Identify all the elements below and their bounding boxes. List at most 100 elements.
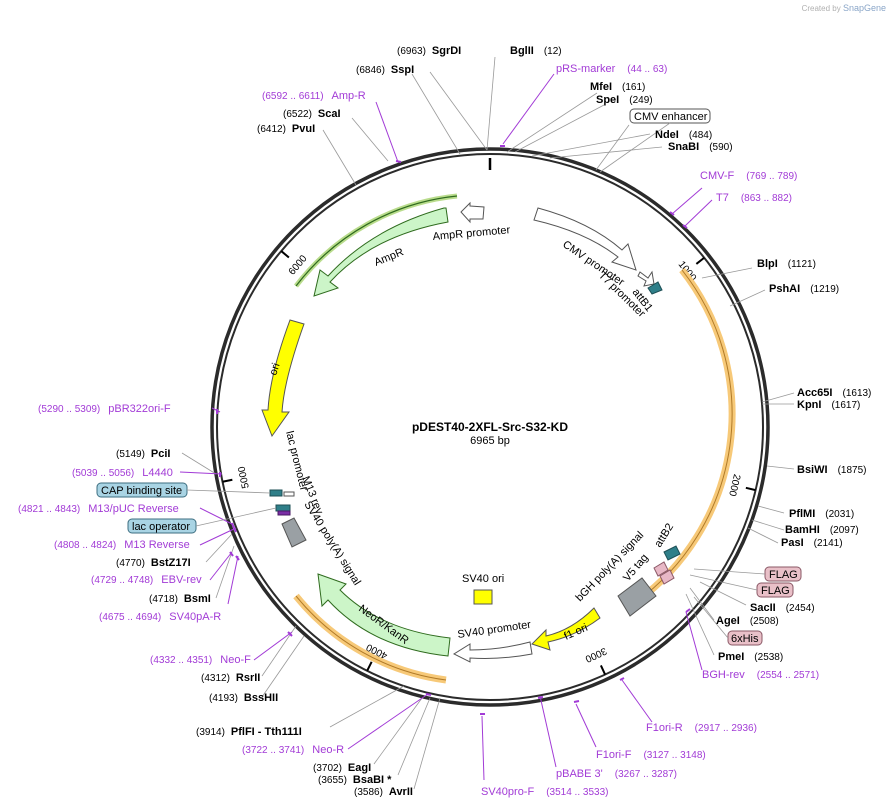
enzyme-site-bsiwi: BsiWI(1875) (797, 464, 866, 476)
enzyme-position: (2141) (814, 538, 843, 549)
enzyme-name: RsrII (236, 672, 260, 684)
enzyme-site-acc65i: Acc65I(1613) (797, 387, 871, 399)
sv40-ori-feature (473, 589, 493, 605)
primer-name: pBABE 3' (556, 768, 603, 780)
bgh-polya-feature (617, 577, 657, 617)
enzyme-site-sspi: (6846)SspI (356, 64, 414, 76)
enzyme-name: SgrDI (432, 45, 461, 57)
enzyme-name: SpeI (596, 94, 619, 106)
enzyme-site-pcii: (5149)PciI (116, 448, 170, 460)
enzyme-position: (3586) (354, 787, 383, 798)
primer-l4440: (5039 .. 5056) L4440 (72, 467, 173, 479)
enzyme-site-rsrii: (4312) RsrII (201, 672, 260, 684)
enzyme-site-agei: AgeI(2508) (716, 615, 779, 627)
primer-bgh-rev: BGH-rev(2554 .. 2571) (702, 669, 819, 681)
v5-tag-feature-2 (659, 569, 675, 585)
enzyme-name: SacII (750, 602, 776, 614)
primer-f1ori-r: F1ori-R(2917 .. 2936) (646, 722, 757, 734)
sv40-polya-label: SV40 poly(A) signal (301, 499, 362, 587)
enzyme-position: (1219) (810, 284, 839, 295)
enzyme-name: MfeI (590, 81, 612, 93)
his-tag-text: 6xHis (731, 633, 759, 645)
backbone-outer (210, 147, 770, 707)
primer-ebv-rev: (4729 .. 4748)EBV-rev (91, 574, 202, 586)
primer-m13-puc-reverse: (4821 .. 4843)M13/pUC Reverse (18, 503, 179, 515)
tick-label-3000: 3000 (583, 645, 608, 665)
tick-mark-6000 (280, 250, 290, 259)
primer-m13-reverse: (4808 .. 4824)M13 Reverse (54, 539, 190, 551)
primer-name: F1ori-R (646, 722, 683, 734)
primer-range: (6592 .. 6611) (262, 91, 324, 102)
primer-name: pBR322ori-F (108, 403, 171, 415)
tick-label-5000: 5000 (237, 465, 252, 489)
enzyme-position: (4312) (201, 673, 230, 684)
primer-range: (863 .. 882) (741, 193, 792, 204)
enzyme-position: (2031) (825, 509, 854, 520)
enzyme-site-spei: SpeI (249) (596, 94, 653, 106)
enzyme-position: (3655) (318, 775, 347, 786)
primer-range: (3722 .. 3741) (242, 745, 304, 756)
primer-name: M13/pUC Reverse (88, 503, 178, 515)
enzyme-site-sgrdi: (6963)SgrDI (397, 45, 461, 57)
enzyme-name: BlpI (757, 258, 778, 270)
enzyme-name: BsaBI * (353, 774, 392, 786)
tick-mark-4000 (366, 661, 373, 672)
lac-operator-feature (275, 504, 291, 512)
neo-highlight-arc-core (295, 595, 447, 681)
enzyme-position: (2538) (754, 652, 783, 663)
insert-highlight-arc-core (635, 269, 733, 603)
enzyme-name: EagI (348, 762, 371, 774)
enzyme-name: BsmI (184, 593, 211, 605)
primer-range: (3514 .. 3533) (546, 787, 608, 798)
sv40-promoter-feature (452, 641, 533, 663)
enzyme-site-kpni: KpnI(1617) (797, 399, 860, 411)
enzyme-position: (484) (689, 130, 712, 141)
primer-range: (4808 .. 4824) (54, 540, 116, 551)
enzyme-name: NdeI (655, 129, 679, 141)
enzyme-name: PciI (151, 448, 171, 460)
primer-sv40pro-f: SV40pro-F(3514 .. 3533) (481, 786, 608, 798)
primer-range: (3267 .. 3287) (615, 769, 677, 780)
enzyme-name: PmeI (718, 651, 744, 663)
enzyme-position: (1121) (788, 259, 816, 270)
enzyme-name: BssHII (244, 692, 278, 704)
primer-pbabe-3: pBABE 3' (3267 .. 3287) (556, 768, 677, 780)
enzyme-site-bglii: BglII(12) (510, 45, 562, 57)
primer-neo-f: (4332 .. 4351)Neo-F (150, 654, 251, 666)
insert-highlight-arc (633, 267, 736, 605)
primer-name: Amp-R (332, 90, 366, 102)
enzyme-site-pvui: (6412) PvuI (257, 123, 315, 135)
primer-name: L4440 (142, 467, 173, 479)
enzyme-name: AvrII (389, 786, 413, 798)
enzyme-position: (249) (629, 95, 652, 106)
enzyme-position: (2454) (786, 603, 815, 614)
primer-range: (44 .. 63) (627, 64, 667, 75)
credit-brand: SnapGene (842, 3, 886, 13)
enzyme-site-snabi: SnaBI(590) (668, 141, 733, 153)
enzyme-name: ScaI (318, 108, 341, 120)
tick-mark-1000 (695, 256, 705, 265)
cap-site-feature (269, 489, 283, 497)
primer-range: (5039 .. 5056) (72, 468, 134, 479)
primer-amp-r: (6592 .. 6611) Amp-R (262, 90, 366, 102)
enzyme-name: AgeI (716, 615, 740, 627)
enzyme-position: (6412) (257, 124, 286, 135)
enzyme-site-ndei: NdeI (484) (655, 129, 712, 141)
primer-range: (769 .. 789) (746, 171, 797, 182)
enzyme-position: (4193) (209, 693, 238, 704)
primer-neo-r: (3722 .. 3741)Neo-R (242, 744, 344, 756)
primer-name: F1ori-F (596, 749, 632, 761)
primer-sv40pa-r: (4675 .. 4694)SV40pA-R (99, 611, 221, 623)
primer-range: (3127 .. 3148) (643, 750, 705, 761)
cmv-enhancer-text: CMV enhancer (634, 111, 708, 123)
enzyme-name: BamHI (785, 524, 820, 536)
enzyme-name: PvuI (292, 123, 315, 135)
enzyme-position: (3702) (313, 763, 342, 774)
enzyme-site-bsmi: (4718)BsmI (149, 593, 211, 605)
primer-range: (4729 .. 4748) (91, 575, 153, 586)
primer-prs-marker: pRS-marker(44 .. 63) (556, 63, 667, 75)
tick-mark-2000 (745, 486, 756, 492)
enzyme-name: PflMI (789, 508, 815, 520)
primer-range: (4332 .. 4351) (150, 655, 212, 666)
